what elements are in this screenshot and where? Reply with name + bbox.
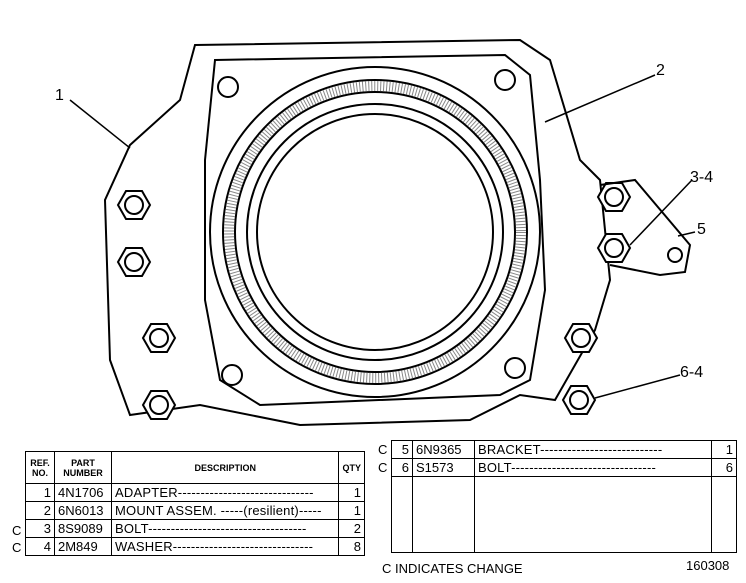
- part-cell: 6N9365: [412, 440, 475, 459]
- part-cell: 8S9089: [54, 519, 112, 538]
- leader-3-4: [629, 179, 693, 246]
- desc-cell: MOUNT ASSEM. -----(resilient)-----: [110, 501, 340, 520]
- illustration-number: 160308: [686, 558, 730, 573]
- ref-cell: 2: [25, 501, 55, 520]
- leader-1: [69, 99, 131, 149]
- header-description: DESCRIPTION: [110, 451, 340, 484]
- desc-cell: ADAPTER------------------------------: [110, 483, 340, 502]
- leader-5: [677, 231, 696, 237]
- header-part-number: PART NUMBER: [54, 451, 112, 484]
- callout-1: 1: [55, 87, 64, 104]
- ref-cell: 4: [25, 537, 55, 556]
- part-cell: 2M849: [54, 537, 112, 556]
- seal-ring-2: [222, 79, 528, 385]
- part-cell: 6N6013: [54, 501, 112, 520]
- leader-6-4: [594, 374, 681, 399]
- seal-ring-4: [246, 103, 504, 361]
- mount-hole-tr: [494, 69, 516, 91]
- qty-cell: 1: [338, 501, 365, 520]
- qty-cell: 6: [711, 458, 737, 477]
- ref-cell: 6: [391, 458, 413, 477]
- callout-3-4: 3-4: [690, 169, 714, 186]
- parts-table-right: C 5 6N9365 BRACKET----------------------…: [375, 440, 737, 553]
- qty-cell: 1: [711, 440, 737, 459]
- qty-cell: 8: [338, 537, 365, 556]
- qty-cell: 2: [338, 519, 365, 538]
- ref-cell: 1: [25, 483, 55, 502]
- header-ref-no: REF. NO.: [25, 451, 55, 484]
- part-cell: 4N1706: [54, 483, 112, 502]
- seal-ring-3: [234, 91, 516, 373]
- bracket-hole: [667, 247, 683, 263]
- desc-cell: BOLT--------------------------------: [474, 458, 712, 477]
- callout-5: 5: [697, 221, 706, 238]
- bracket-outline: [599, 178, 692, 277]
- ref-cell: 5: [391, 440, 413, 459]
- part-cell: S1573: [412, 458, 475, 477]
- table-row: 3 8S9089 BOLT---------------------------…: [25, 519, 365, 538]
- seal-outer-ring: [209, 66, 541, 398]
- qty-cell: 1: [338, 483, 365, 502]
- table-row: 4 2M849 WASHER--------------------------…: [25, 537, 365, 556]
- seal-inner-ring: [256, 113, 494, 351]
- change-marker-row-3: C: [12, 523, 22, 538]
- adapter-plate-outline: [103, 38, 612, 427]
- desc-cell: BRACKET---------------------------: [474, 440, 712, 459]
- change-cell: C: [378, 442, 388, 457]
- header-qty: QTY: [338, 451, 365, 484]
- change-cell: C: [378, 460, 388, 475]
- table-row: 2 6N6013 MOUNT ASSEM. -----(resilient)--…: [25, 501, 365, 520]
- callout-2: 2: [656, 62, 665, 79]
- seal-texture-band: [224, 81, 526, 383]
- desc-cell: BOLT-----------------------------------: [110, 519, 340, 538]
- table-row: C 6 S1573 BOLT--------------------------…: [375, 458, 737, 477]
- table-row: 1 4N1706 ADAPTER------------------------…: [25, 483, 365, 502]
- parts-illustration: [69, 38, 696, 427]
- table-row: C 5 6N9365 BRACKET----------------------…: [375, 440, 737, 459]
- change-note: C INDICATES CHANGE: [382, 561, 523, 576]
- parts-table-left: REF. NO. PART NUMBER DESCRIPTION QTY 1 4…: [25, 451, 365, 556]
- leader-2: [544, 74, 656, 123]
- callout-6-4: 6-4: [680, 364, 704, 381]
- desc-cell: WASHER-------------------------------: [110, 537, 340, 556]
- mount-hole-br: [504, 357, 526, 379]
- change-marker-row-4: C: [12, 540, 22, 555]
- mount-hole-bl: [221, 364, 243, 386]
- table-filler-row: [375, 476, 737, 553]
- mount-plate-outline: [204, 53, 547, 407]
- mount-hole-tl: [217, 76, 239, 98]
- ref-cell: 3: [25, 519, 55, 538]
